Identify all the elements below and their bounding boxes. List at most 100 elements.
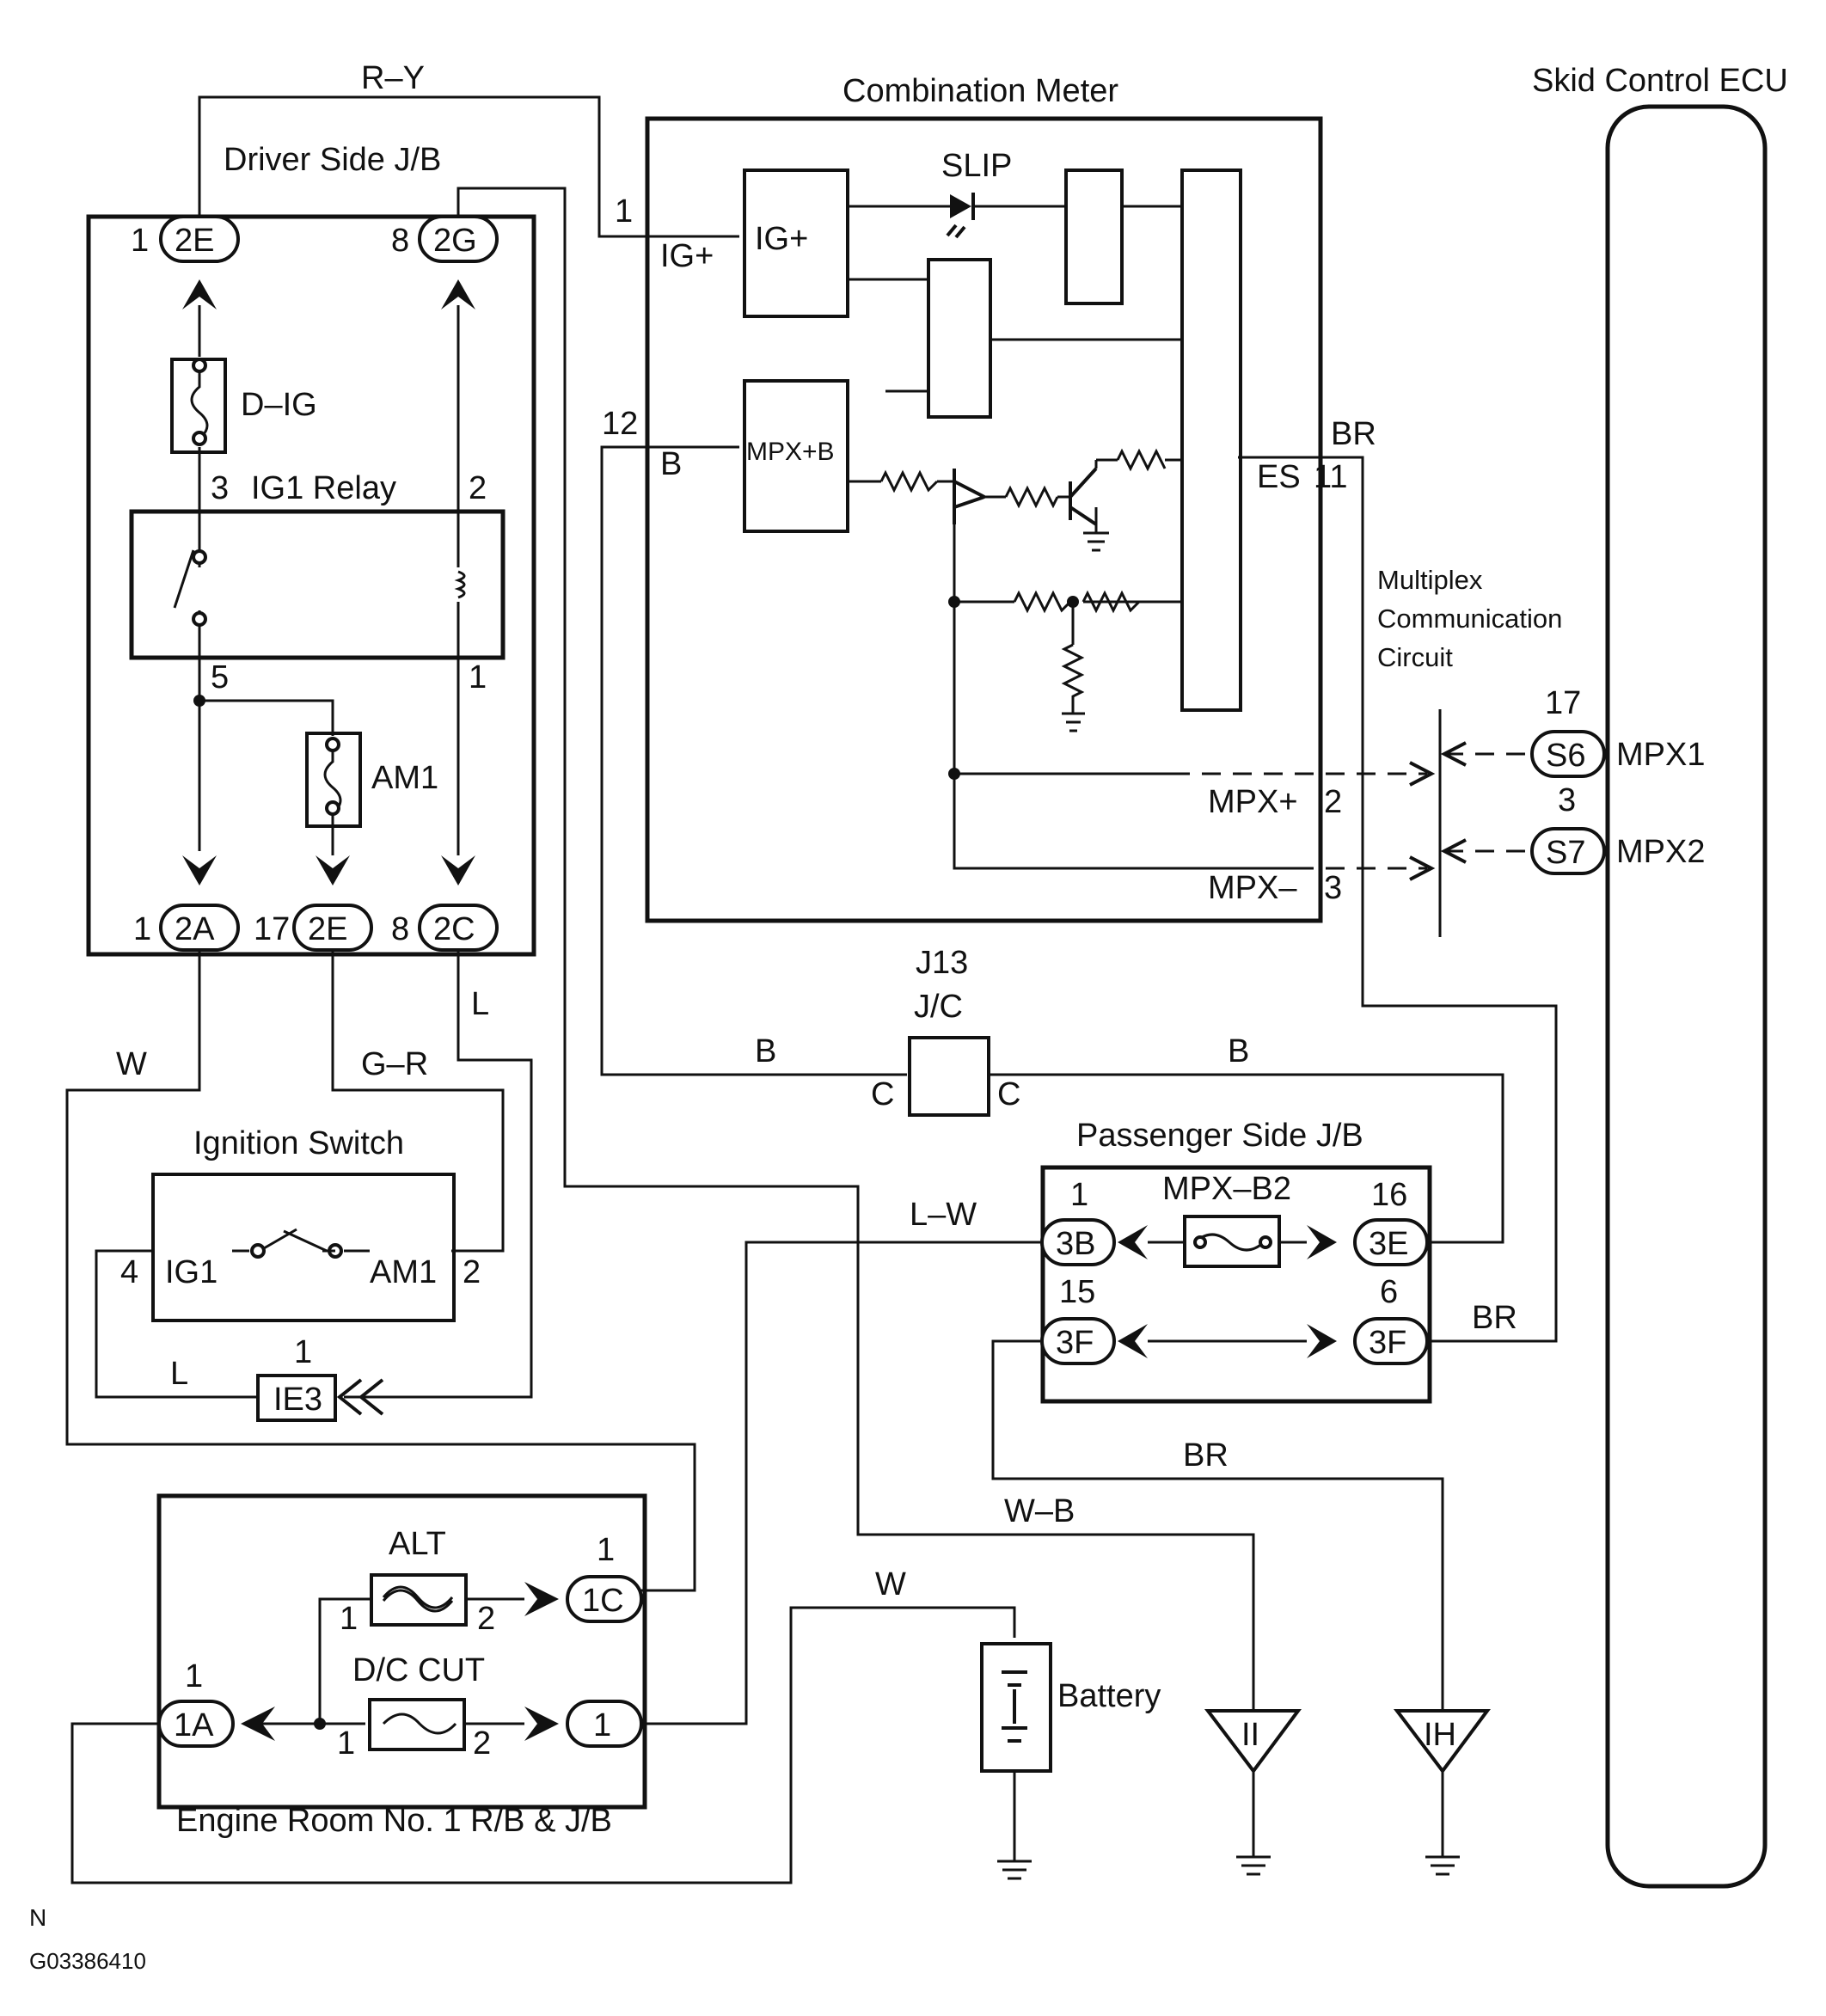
connector-2E-top xyxy=(159,215,240,263)
multiplex-label-2: Communication xyxy=(1377,604,1562,634)
jc-label-2: J/C xyxy=(914,989,963,1025)
wire-br-es: BR xyxy=(1331,416,1376,452)
meter-mpx-plus: MPX+ xyxy=(1208,784,1298,820)
pin-ie3: 1 xyxy=(294,1334,312,1370)
c3F-left-label: 3F xyxy=(1056,1325,1094,1361)
ig1-relay-label: IG1 Relay xyxy=(251,470,396,506)
combination-meter-box xyxy=(645,116,1323,923)
connector-2C xyxy=(418,904,499,952)
switch-ig1: IG1 xyxy=(165,1254,218,1290)
pin-switch-2: 2 xyxy=(463,1254,481,1290)
ecu-mpx1: MPX1 xyxy=(1616,737,1705,773)
multiplex-label-3: Circuit xyxy=(1377,642,1453,672)
c2C-label: 2C xyxy=(433,911,475,947)
engine-room-title: Engine Room No. 1 R/B & J/B xyxy=(176,1803,612,1839)
fuse-alt: ALT xyxy=(389,1526,446,1562)
pin-1A: 1 xyxy=(185,1658,203,1694)
pin-1-2E: 1 xyxy=(131,223,149,259)
pin-dc-2: 2 xyxy=(473,1725,491,1762)
ig1-relay-box xyxy=(129,509,506,660)
skid-ecu-box xyxy=(1605,104,1768,1889)
driver-jb-title: Driver Side J/B xyxy=(224,142,441,178)
wire-r-y: R–Y xyxy=(361,60,425,96)
pin-8-2G: 8 xyxy=(391,223,409,259)
pin-2-relay: 2 xyxy=(469,470,487,506)
pin-dc-1: 1 xyxy=(337,1725,355,1762)
wire-l-2c: L xyxy=(471,986,489,1022)
meter-block-2 xyxy=(927,258,992,419)
switch-am1: AM1 xyxy=(370,1254,437,1290)
ground-II-label: II xyxy=(1241,1717,1259,1753)
meter-slip: SLIP xyxy=(941,148,1012,184)
alt-fuse xyxy=(370,1573,468,1627)
engine-room-box xyxy=(156,1493,647,1810)
wire-w-batt: W xyxy=(875,1566,906,1602)
ignition-switch-title: Ignition Switch xyxy=(193,1125,404,1161)
pin-3F-left: 15 xyxy=(1059,1274,1095,1310)
pin-3B: 1 xyxy=(1070,1177,1088,1213)
passenger-jb-title: Passenger Side J/B xyxy=(1076,1118,1363,1154)
c2E-top-label: 2E xyxy=(175,223,214,259)
pin-1-relay: 1 xyxy=(469,659,487,695)
connector-IE3 xyxy=(256,1374,337,1422)
pin-1C: 1 xyxy=(597,1532,615,1568)
driver-jb-box xyxy=(86,214,536,957)
connector-3E xyxy=(1353,1218,1429,1266)
fuse-am1: AM1 xyxy=(371,760,438,796)
ground-IH xyxy=(1393,1709,1491,1774)
c3B-label: 3B xyxy=(1056,1226,1095,1262)
pin-meter-1: 1 xyxy=(615,193,633,230)
wire-g-r: G–R xyxy=(361,1046,428,1082)
wire-w-left: W xyxy=(116,1046,147,1082)
jc-right-label: C xyxy=(997,1076,1020,1112)
pin-switch-4: 4 xyxy=(120,1254,138,1290)
pin-mpx-plus: 2 xyxy=(1324,784,1342,820)
pin-alt-2: 2 xyxy=(477,1601,495,1637)
c1C-label: 1C xyxy=(582,1583,624,1619)
meter-pin-b: B xyxy=(660,446,682,482)
pin-8-2C: 8 xyxy=(391,911,409,947)
connector-2E-bottom xyxy=(292,904,373,952)
pin-meter-11: 11 xyxy=(1314,459,1347,495)
fuse-mpx-b2: MPX–B2 xyxy=(1162,1171,1291,1207)
combination-meter-title: Combination Meter xyxy=(843,73,1118,109)
connector-shapes xyxy=(157,215,1606,1774)
fuses xyxy=(170,358,1307,1751)
footer-code: G03386410 xyxy=(29,1948,146,1974)
wire-l-ig: L xyxy=(170,1356,188,1392)
relay-terminals xyxy=(192,358,1079,1730)
wires xyxy=(65,95,1603,1884)
c2A-label: 2A xyxy=(175,911,215,947)
wire-b-right: B xyxy=(1228,1033,1249,1069)
wire-w-b: W–B xyxy=(1004,1493,1075,1529)
pin-3-relay: 3 xyxy=(211,470,229,506)
mpx-b-block xyxy=(743,379,849,533)
meter-pin-ig: IG+ xyxy=(660,238,714,274)
fuse-d-ig: D–IG xyxy=(241,387,317,423)
wire-br-low: BR xyxy=(1183,1437,1229,1474)
pin-meter-12: 12 xyxy=(602,406,638,442)
connector-2A xyxy=(159,904,240,952)
battery-box xyxy=(980,1642,1052,1773)
am1-fuse xyxy=(305,732,362,828)
pin-5-relay: 5 xyxy=(211,659,229,695)
footer-n: N xyxy=(29,1904,46,1931)
connector-3F-right xyxy=(1353,1317,1429,1365)
connector-1A xyxy=(157,1700,235,1748)
pin-alt-1: 1 xyxy=(340,1601,358,1637)
meter-es: ES xyxy=(1257,459,1301,495)
connector-3B xyxy=(1040,1218,1116,1266)
pin-s7: 3 xyxy=(1558,782,1576,818)
jc-left-label: C xyxy=(871,1076,894,1112)
jc-label: J13 xyxy=(916,945,968,981)
connector-S7 xyxy=(1530,827,1606,875)
c2E-bottom-label: 2E xyxy=(308,911,347,947)
wire-l-w: L–W xyxy=(910,1197,977,1233)
meter-ig-plus: IG+ xyxy=(755,221,808,257)
cS7-label: S7 xyxy=(1546,835,1585,871)
meter-mpx-minus: MPX– xyxy=(1208,870,1297,906)
c2G-label: 2G xyxy=(433,223,477,259)
pin-3F-right: 6 xyxy=(1380,1274,1398,1310)
pin-s6: 17 xyxy=(1545,685,1581,721)
